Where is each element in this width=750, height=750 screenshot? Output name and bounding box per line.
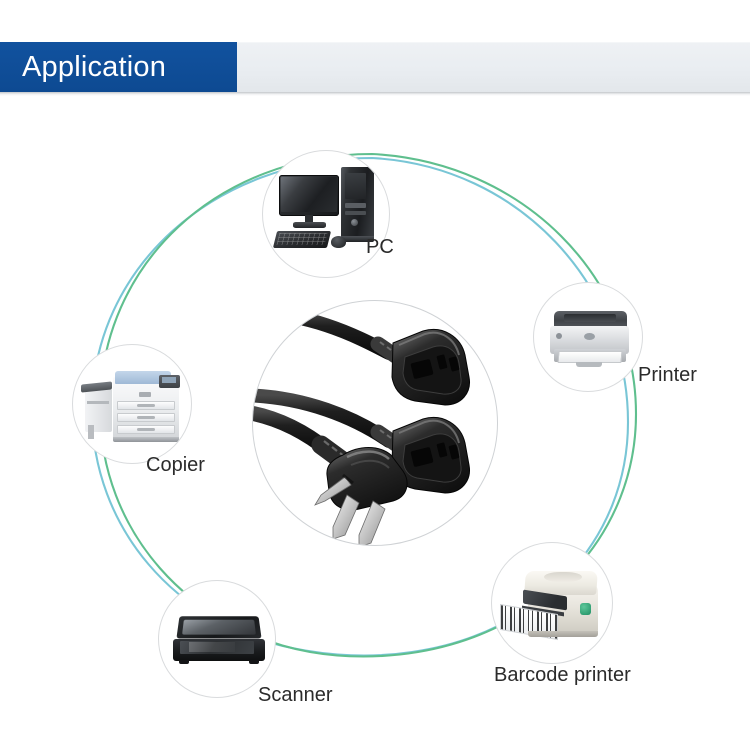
printer-logo xyxy=(584,333,595,340)
pc-monitor-screen xyxy=(281,177,337,212)
copier-logo xyxy=(139,392,151,397)
printer-button-icon xyxy=(556,333,562,339)
copier-icon-circle xyxy=(72,344,192,464)
pc-tower-drive-bay xyxy=(345,211,366,215)
application-diagram: PC Printer xyxy=(0,92,750,750)
diagram-label-barcode-printer: Barcode printer xyxy=(494,664,631,686)
scanner-lid-underside xyxy=(182,619,256,635)
printer-output-slot xyxy=(564,314,616,322)
pc-keyboard-keys xyxy=(276,233,328,245)
copier-drawer-handle xyxy=(137,428,155,431)
upper-cable xyxy=(253,304,396,360)
scanner-foot xyxy=(179,660,189,664)
printer-foot xyxy=(576,362,602,367)
page-title: Application xyxy=(22,51,167,83)
copier-finisher-slot xyxy=(87,401,109,404)
pc-monitor-base xyxy=(293,222,326,228)
upper-iec-c13-connector xyxy=(391,329,470,406)
scanner-glass xyxy=(180,641,254,654)
diagram-label-copier: Copier xyxy=(146,454,205,476)
header-banner: Application xyxy=(0,42,750,96)
lower-iec-c13-connector xyxy=(391,417,470,494)
copier-base xyxy=(113,437,179,442)
plug-live-pin xyxy=(332,494,360,540)
plug-earth-pin xyxy=(314,476,352,506)
diagram-label-pc: PC xyxy=(366,236,394,258)
header-shadow xyxy=(0,92,750,96)
scanner-icon-circle xyxy=(158,580,276,698)
barcode-printer-base xyxy=(528,631,598,637)
center-product-circle xyxy=(252,300,498,546)
copier-drawer-handle xyxy=(137,404,155,407)
printer-icon-circle xyxy=(533,282,643,392)
barcode-printer-icon-circle xyxy=(491,542,613,664)
pc-tower-panel xyxy=(345,173,366,199)
barcode-printer-lid-dip xyxy=(544,572,582,582)
pc-tower-drive-bay xyxy=(345,203,366,208)
pc-mouse-icon xyxy=(331,236,346,248)
scanner-glass-sheen xyxy=(189,642,235,652)
power-cord-product-image xyxy=(253,304,470,545)
plug-neutral-pin xyxy=(358,500,386,545)
barcode-printer-latch-icon xyxy=(580,603,591,615)
pc-power-button-icon xyxy=(351,219,358,226)
scanner-foot xyxy=(249,660,259,664)
diagram-label-scanner: Scanner xyxy=(258,684,333,706)
copier-drawer-handle xyxy=(137,416,155,419)
header-blue-block xyxy=(0,42,237,92)
copier-panel-screen xyxy=(162,377,176,383)
copier-finisher xyxy=(85,385,112,432)
pc-tower-foot xyxy=(341,236,374,242)
pc-icon-circle xyxy=(262,150,390,278)
copier-scanner-lid xyxy=(115,371,171,384)
diagram-label-printer: Printer xyxy=(638,364,697,386)
three-pin-wall-plug xyxy=(311,435,408,545)
copier-finisher-leg xyxy=(88,425,94,439)
pc-monitor-neck xyxy=(305,215,313,224)
